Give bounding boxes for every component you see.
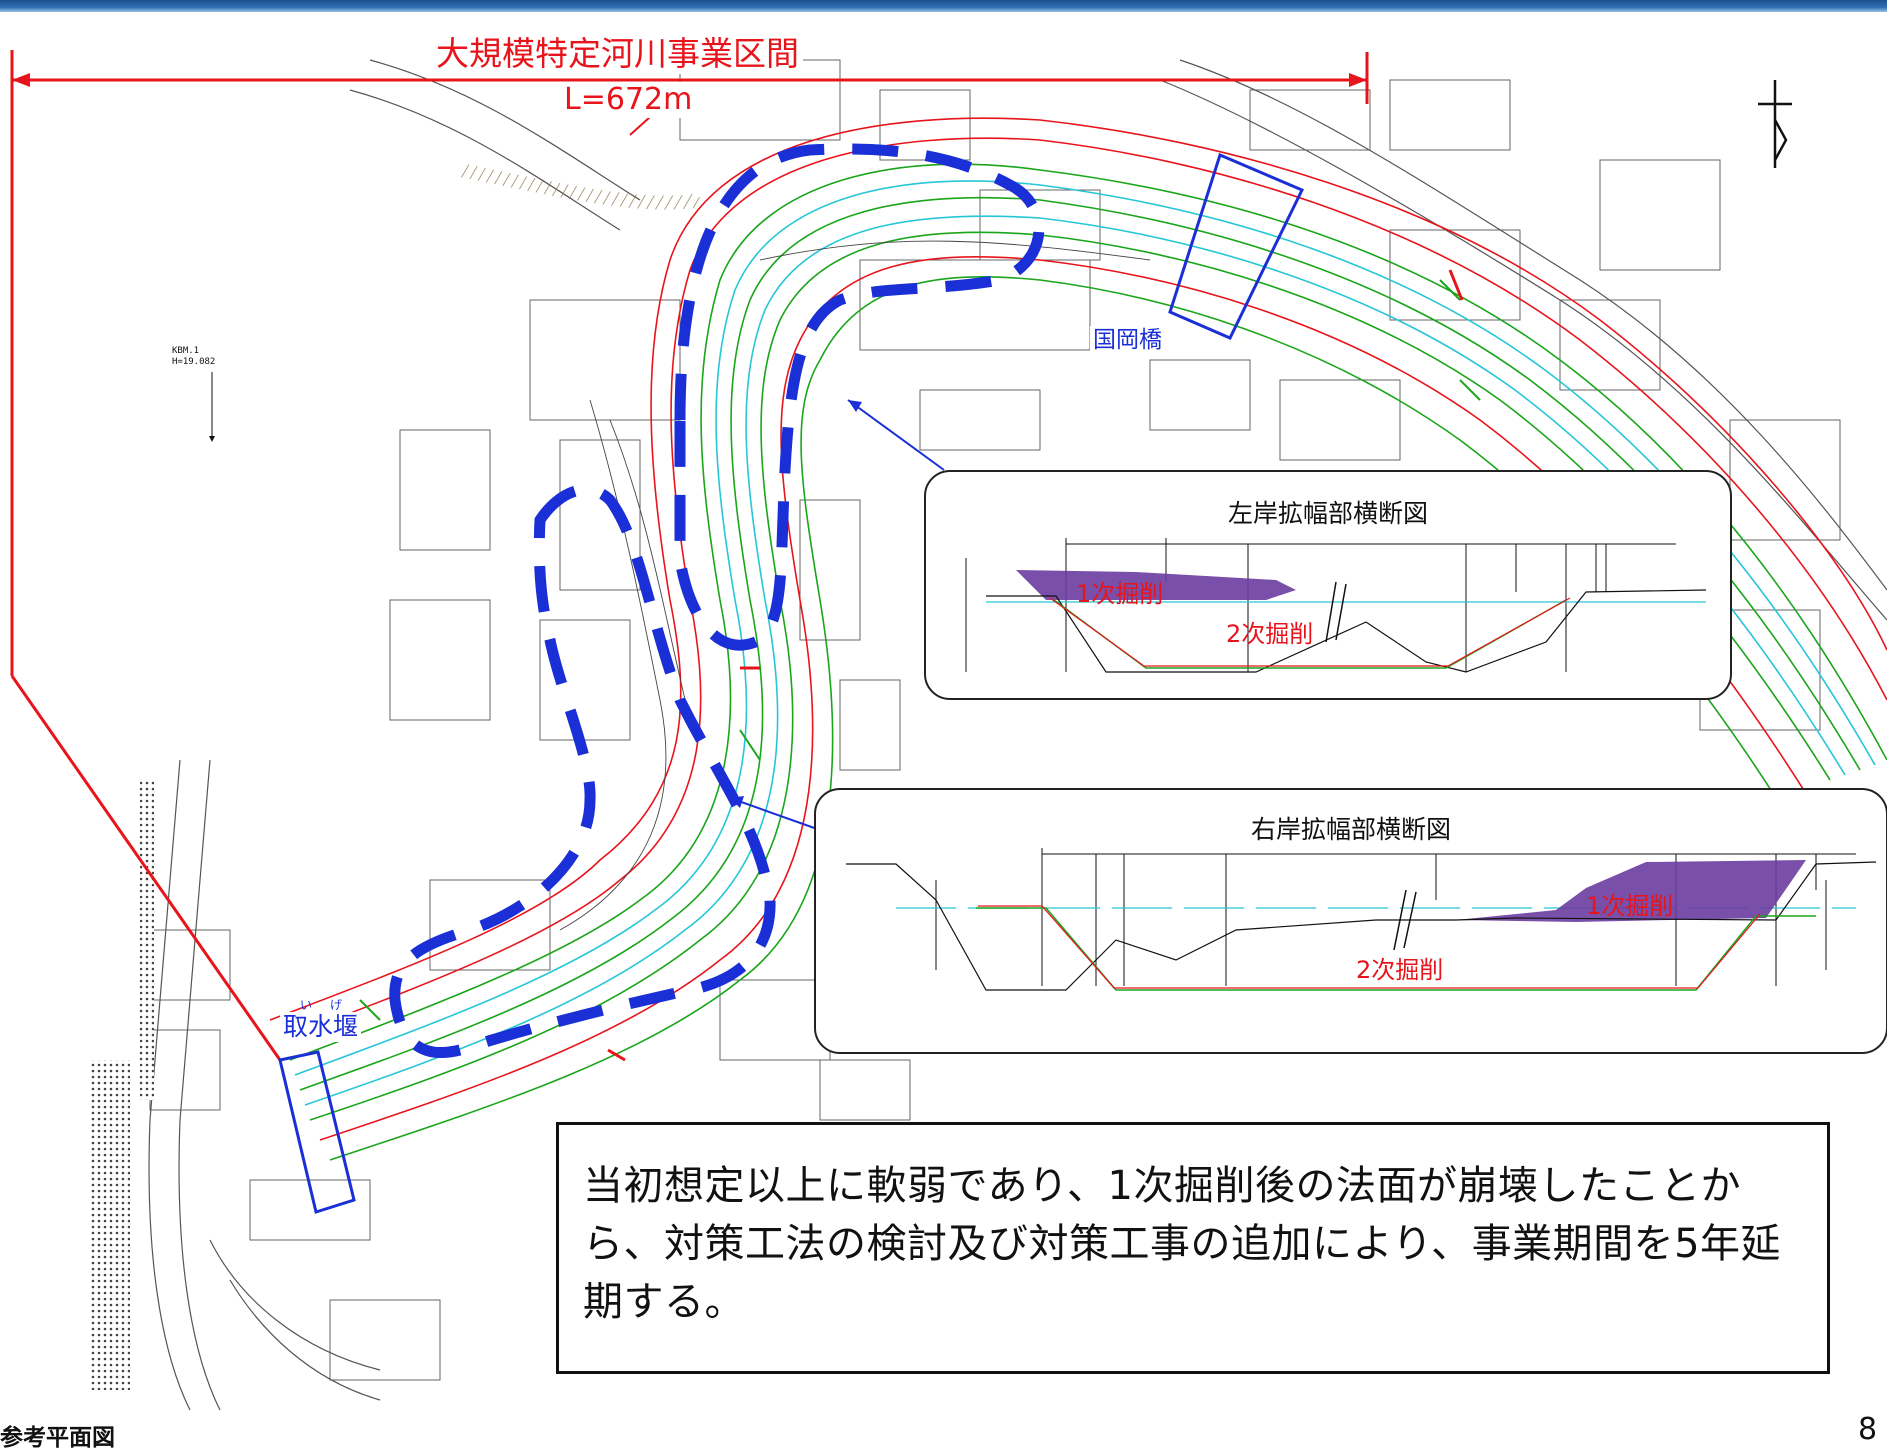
benchmark-label: KBM.1 H=19.082 — [172, 346, 215, 368]
extent-arrow-right — [1349, 73, 1367, 87]
structures — [359, 279, 1481, 1021]
right-section-drawing — [846, 848, 1877, 991]
left-bank-section-panel: 左岸拡幅部横断図 1次掘削 2次掘削 — [924, 470, 1732, 700]
roads — [148, 59, 1887, 1411]
note-text: 当初想定以上に軟弱であり、1次掘削後の法面が崩壊したことから、対策工法の検討及び… — [583, 1163, 1782, 1325]
page-number: 8 — [1858, 1412, 1878, 1447]
callout-leader-right — [729, 797, 821, 831]
note-box: 当初想定以上に軟弱であり、1次掘削後の法面が崩壊したことから、対策工法の検討及び… — [556, 1122, 1830, 1374]
red-marks — [607, 269, 1464, 1062]
section-extent-line — [10, 50, 1369, 1061]
widening-areas — [389, 143, 1045, 1059]
benchmark-name: KBM.1 — [172, 346, 200, 356]
header-bar — [0, 0, 1887, 12]
weir-ruby: いげ — [300, 998, 361, 1012]
benchmark-height: H=19.082 — [172, 357, 216, 367]
extent-arrow-left — [12, 73, 30, 87]
right-section-title: 右岸拡幅部横断図 — [1250, 815, 1451, 844]
bridge-label: 国岡橋 — [1090, 326, 1165, 354]
stream-lines — [559, 240, 1151, 931]
plan-map — [10, 50, 1887, 1411]
left-first-excavation-area — [1016, 570, 1296, 600]
right-second-excavation-label: 2次掘削 — [1356, 956, 1444, 984]
left-section-title: 左岸拡幅部横断図 — [1227, 499, 1428, 528]
embankment-hatch — [90, 1060, 130, 1390]
north-arrow-icon — [1758, 80, 1792, 168]
right-bank-section-panel: 右岸拡幅部横断図 1次掘削 2次掘削 — [814, 788, 1887, 1054]
left-second-excavation-label: 2次掘削 — [1226, 620, 1314, 648]
river-channel — [269, 117, 1887, 1161]
right-first-excavation-area — [1456, 860, 1806, 922]
weir-box — [278, 1050, 356, 1214]
weir-label: 取水堰 — [280, 1012, 362, 1042]
right-first-excavation-label: 1次掘削 — [1586, 892, 1674, 920]
callout-leader-left — [847, 399, 945, 471]
bridge-box — [1168, 152, 1305, 340]
project-section-title: 大規模特定河川事業区間 — [432, 34, 803, 74]
left-first-excavation-label: 1次掘削 — [1076, 580, 1164, 608]
left-section-drawing — [965, 538, 1707, 673]
plan-caption: 参考平面図 — [0, 1425, 115, 1451]
project-section-length: L=672m — [560, 82, 697, 118]
